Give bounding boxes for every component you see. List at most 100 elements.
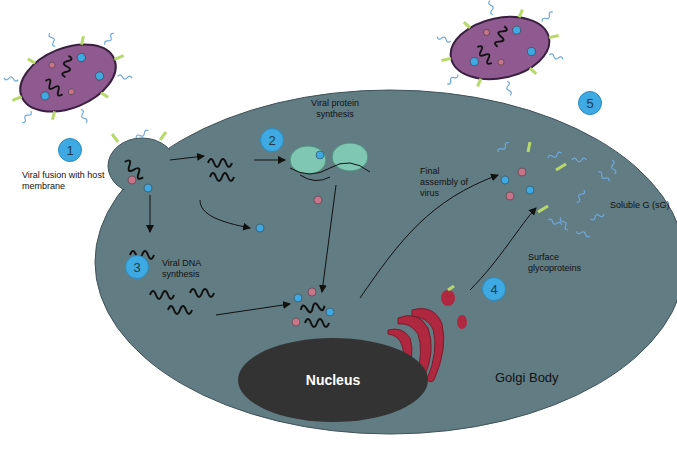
- callout-number: 1: [66, 143, 73, 158]
- illustration-part: [538, 206, 548, 212]
- illustration-part: [590, 212, 605, 220]
- illustration-part: [50, 111, 57, 119]
- annotation-label: Soluble G (sG): [610, 200, 672, 211]
- illustration-part: [128, 176, 136, 184]
- illustration-part: [160, 132, 166, 140]
- illustration-part: [457, 315, 467, 329]
- illustration-part: [12, 97, 21, 101]
- illustration-part: [528, 142, 530, 152]
- annotation-label: Viral fusion with host membrane: [22, 170, 117, 192]
- illustration-part: [505, 81, 512, 96]
- illustration-part: [79, 36, 86, 44]
- callout-number: 2: [260, 128, 284, 152]
- illustration-part: [104, 32, 116, 46]
- illustration-part: [512, 25, 521, 34]
- illustration-part: [190, 289, 214, 297]
- illustration-part: [144, 184, 152, 192]
- illustration-part: [208, 159, 232, 167]
- illustration-part: [21, 110, 33, 124]
- illustration-part: [117, 74, 132, 80]
- illustration-part: [79, 109, 88, 124]
- callout-number: 4: [490, 282, 497, 297]
- illustration-part: [97, 92, 677, 432]
- illustration-part: [470, 57, 479, 66]
- illustration-part: [254, 160, 285, 161]
- illustration-part: [448, 286, 454, 290]
- illustration-part: [497, 59, 504, 66]
- callout-number: 3: [133, 260, 140, 275]
- nucleus: Nucleus: [238, 338, 428, 422]
- annotation-label: Surface glycoproteins: [528, 252, 598, 274]
- illustration-part: [464, 21, 470, 29]
- illustration-part: [575, 189, 585, 203]
- callout-number: 5: [586, 96, 593, 111]
- illustration-part: [530, 67, 536, 75]
- callout-number: 2: [268, 133, 275, 148]
- illustration-part: [445, 8, 555, 87]
- illustration-part: [518, 168, 526, 176]
- virus-particle: [431, 0, 569, 108]
- illustration-part: [556, 164, 566, 170]
- illustration-part: [527, 47, 536, 56]
- virus-particle: [0, 11, 142, 146]
- illustration-part: [290, 163, 370, 174]
- illustration-part: [94, 71, 104, 81]
- illustration-part: [549, 53, 564, 61]
- callout-number: 4: [482, 277, 506, 301]
- illustration-part: [326, 308, 334, 316]
- illustration-part: [526, 186, 534, 194]
- illustration-part: [572, 158, 586, 162]
- illustration-part: [597, 171, 610, 183]
- illustration-part: [506, 192, 514, 200]
- illustration-part: [559, 217, 569, 231]
- illustration-part: [294, 294, 302, 302]
- illustration-part: [518, 10, 524, 18]
- illustration-part: [292, 318, 300, 326]
- illustration-part: [10, 31, 125, 124]
- illustration-part: [436, 35, 451, 43]
- annotation-label: Viral protein synthesis: [300, 98, 370, 120]
- illustration-part: [610, 160, 616, 175]
- illustration-part: [441, 290, 455, 306]
- ribosome: [290, 146, 326, 174]
- illustration-part: [494, 25, 508, 48]
- illustration-part: [4, 76, 19, 82]
- callout-number: 1: [58, 138, 82, 162]
- illustration-part: [441, 58, 451, 60]
- illustration-part: [547, 151, 562, 159]
- illustration-part: [114, 56, 123, 60]
- illustration-part: [101, 91, 108, 99]
- illustration-part: [300, 302, 325, 314]
- illustration-part: [76, 52, 86, 62]
- illustration-part: [40, 91, 50, 101]
- process-arrow: [150, 156, 536, 315]
- illustration-part: [446, 73, 459, 85]
- callout-number: 5: [578, 91, 602, 115]
- callout-number: 3: [125, 255, 149, 279]
- annotation-label: Final assembly of virus: [420, 166, 480, 199]
- illustration-part: [488, 0, 495, 15]
- annotation-label: Golgi Body: [495, 370, 585, 385]
- illustration-part: [470, 208, 536, 290]
- illustration-part: [168, 306, 192, 314]
- illustration-part: [576, 229, 591, 237]
- illustration-part: [483, 29, 490, 36]
- illustration-part: [48, 61, 56, 69]
- host-cell: [95, 90, 677, 434]
- illustration-part: [150, 195, 151, 232]
- illustration-part: [210, 173, 234, 181]
- illustration-part: [300, 175, 330, 181]
- illustration-part: [501, 176, 509, 184]
- illustration-part: [305, 319, 329, 327]
- illustration-detail: [112, 129, 616, 327]
- illustration-part: [308, 288, 316, 296]
- illustration-part: [314, 196, 322, 204]
- illustration-part: [216, 304, 290, 315]
- illustration-part: [28, 57, 35, 65]
- illustration-part: [48, 32, 57, 47]
- illustration-part: [67, 88, 75, 96]
- illustration-part: [316, 151, 324, 159]
- illustration-part: [112, 134, 118, 142]
- illustration-part: [150, 291, 174, 299]
- illustration-part: [497, 141, 510, 153]
